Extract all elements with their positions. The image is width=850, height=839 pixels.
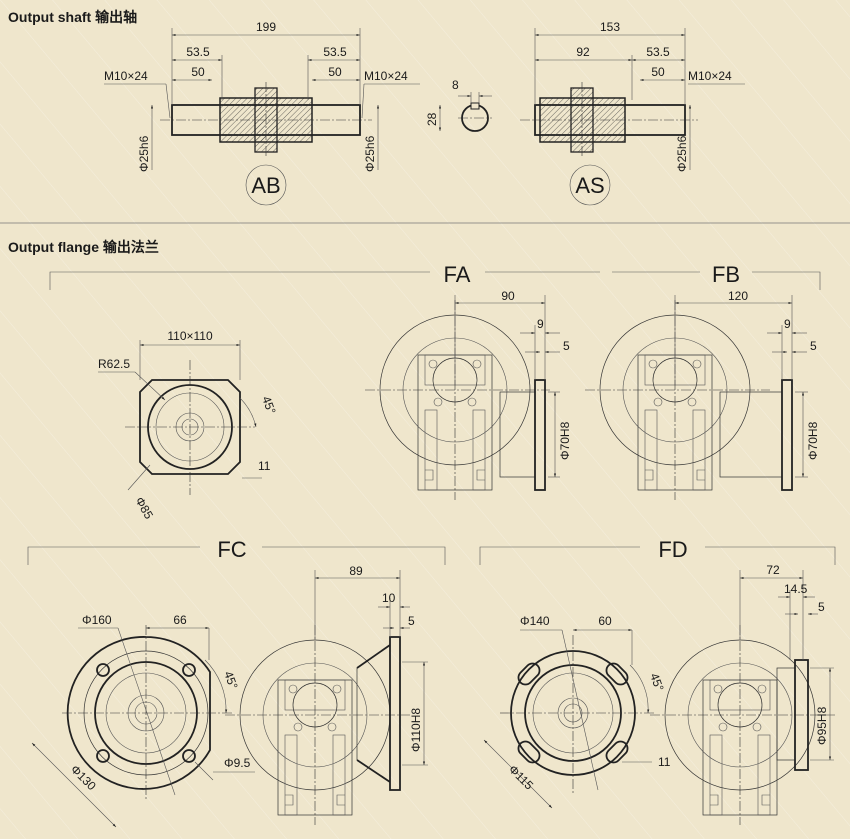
output-flange-title: Output flange 输出法兰 — [8, 239, 159, 255]
as-53-dim: 53.5 — [646, 45, 670, 59]
fa-label: FA — [444, 262, 471, 287]
ab-dia-left: Φ25h6 — [137, 135, 151, 172]
ab-label: AB — [251, 173, 280, 198]
fb-side-view — [584, 295, 808, 501]
fa-spigot-dim: 5 — [563, 339, 570, 353]
fc-hole-dim: Φ9.5 — [224, 756, 251, 770]
fc-angle-dim: 45° — [221, 669, 240, 691]
fb-label: FB — [712, 262, 740, 287]
ab-left-53-dim: 53.5 — [186, 45, 210, 59]
fa-side-view — [364, 295, 560, 501]
ab-thread-left: M10×24 — [104, 69, 148, 83]
fc-thickness-dim: 10 — [382, 591, 396, 605]
fd-spigot-dim: 5 — [818, 600, 825, 614]
shaft-as-drawing — [520, 28, 745, 206]
section-brackets — [27, 271, 836, 565]
fb-bore-dim: Φ70H8 — [806, 421, 820, 460]
output-shaft-title: Output shaft 输出轴 — [8, 9, 137, 25]
fd-side-view — [649, 570, 836, 826]
fb-spigot-dim: 5 — [810, 339, 817, 353]
fa-thickness-dim: 9 — [537, 317, 544, 331]
ab-right-53-dim: 53.5 — [323, 45, 347, 59]
fc-outer-dim: Φ160 — [82, 613, 112, 627]
square-angle-dim: 45° — [259, 394, 278, 416]
ab-right-50-dim: 50 — [328, 65, 342, 79]
fd-outer-dim: Φ140 — [520, 614, 550, 628]
ab-overall-dim: 199 — [256, 20, 276, 34]
fa-length-dim: 90 — [501, 289, 515, 303]
fc-spigot-dim: 5 — [408, 614, 415, 628]
as-label: AS — [575, 173, 604, 198]
fd-length-dim: 72 — [766, 563, 780, 577]
fc-label: FC — [217, 537, 246, 562]
square-radius-dim: R62.5 — [98, 357, 130, 371]
ab-left-50-dim: 50 — [191, 65, 205, 79]
as-92-dim: 92 — [576, 45, 590, 59]
ab-thread-right: M10×24 — [364, 69, 408, 83]
shaft-ab-drawing — [104, 28, 420, 206]
fb-length-dim: 120 — [728, 289, 748, 303]
as-50-dim: 50 — [651, 65, 665, 79]
fd-front-view — [483, 628, 655, 809]
key-width-dim: 8 — [452, 78, 459, 92]
key-height-dim: 28 — [425, 112, 439, 126]
square-flange-front-view — [98, 340, 262, 495]
fc-bore-dim: Φ110H8 — [409, 708, 423, 752]
as-thread: M10×24 — [688, 69, 732, 83]
ab-dia-right: Φ25h6 — [363, 135, 377, 172]
fa-bore-dim: Φ70H8 — [558, 421, 572, 460]
fd-angle-dim: 45° — [647, 671, 666, 693]
fb-thickness-dim: 9 — [784, 317, 791, 331]
fd-label: FD — [658, 537, 687, 562]
fc-side-view — [224, 570, 428, 826]
fd-slot-dim: 11 — [658, 755, 671, 769]
fc-offset-dim: 66 — [173, 613, 187, 627]
square-size-dim: 110×110 — [167, 329, 213, 343]
fd-bore-dim: Φ95H8 — [815, 706, 829, 745]
fd-offset-dim: 60 — [598, 614, 612, 628]
as-dia: Φ25h6 — [675, 135, 689, 172]
key-section-drawing — [438, 92, 492, 132]
fc-length-dim: 89 — [349, 564, 363, 578]
square-slot-dim: 11 — [258, 459, 271, 473]
fc-front-view — [31, 625, 255, 828]
as-overall-dim: 153 — [600, 20, 620, 34]
fd-thickness-dim: 14.5 — [784, 582, 808, 596]
